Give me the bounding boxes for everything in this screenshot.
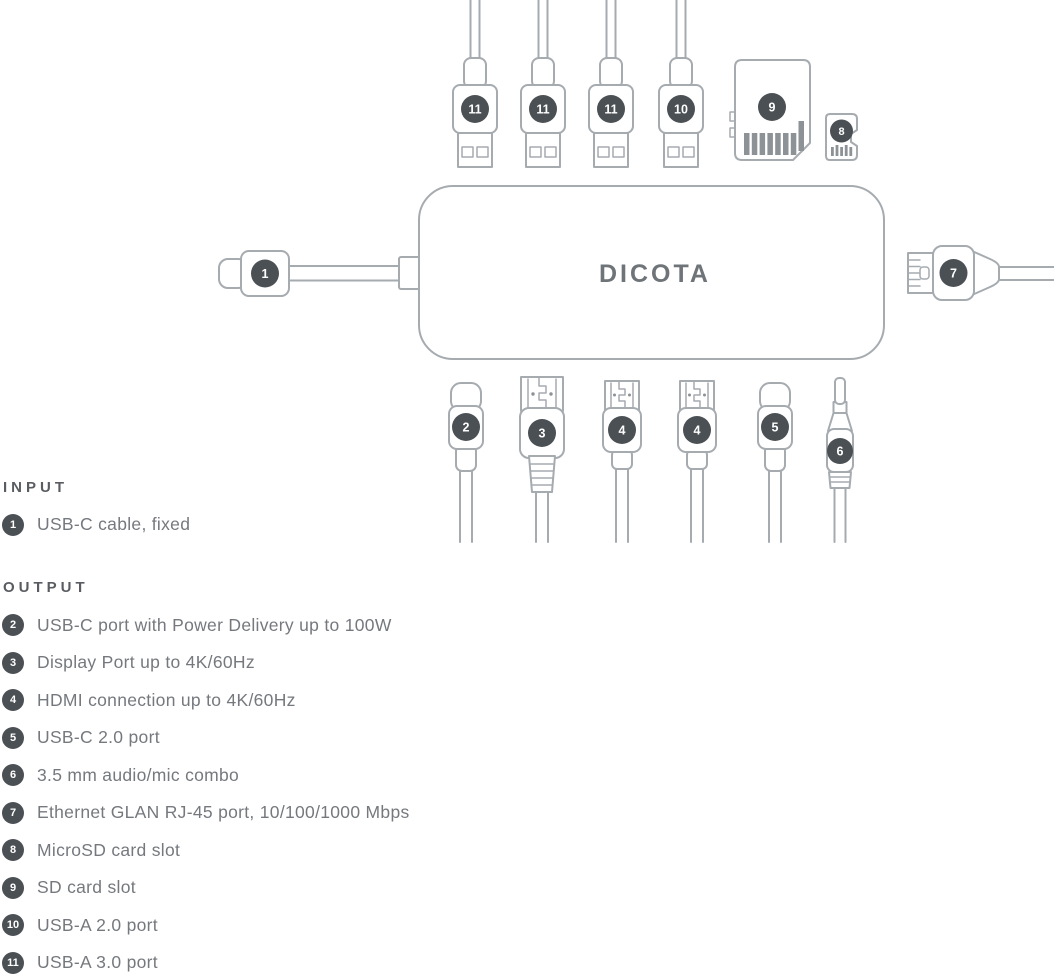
legend-badge-9: 9 [2, 876, 24, 899]
legend-label-7: Ethernet GLAN RJ-45 port, 10/100/1000 Mb… [37, 802, 410, 822]
connector-usb-c-2: 5 [757, 382, 793, 543]
connector-usb-c-pd: 2 [448, 382, 484, 543]
connector-ethernet: 7 [907, 245, 1054, 301]
badge-usb-a-3-2 [529, 95, 557, 123]
microsd-card: 8 [825, 113, 858, 161]
badge-usb-a-3-3-num: 11 [604, 103, 617, 117]
legend-label-1: USB-C cable, fixed [37, 514, 191, 534]
badge-usb-a-3-1-num: 11 [468, 103, 481, 117]
legend-item-output-10: 10 USB-A 2.0 port [2, 914, 158, 936]
legend-item-output-2: 2 USB-C port with Power Delivery up to 1… [2, 614, 392, 636]
legend-item-output-8: 8 MicroSD card slot [2, 839, 180, 861]
connector-displayport: 3 [519, 376, 565, 543]
legend-badge-5: 5 [2, 726, 24, 749]
badge-ethernet [939, 259, 968, 287]
hub-body: DICOTA [418, 185, 885, 360]
badge-usb-c-pd [452, 413, 480, 441]
output-heading: OUTPUT [3, 579, 89, 596]
badge-usb-a-3-1 [461, 95, 489, 123]
legend-badge-1: 1 [2, 513, 24, 536]
badge-usb-a-3-2-num: 11 [536, 103, 549, 117]
legend-label-8: MicroSD card slot [37, 839, 181, 860]
badge-audio-jack-num: 6 [837, 445, 844, 459]
badge-usb-a-3-3 [597, 95, 625, 123]
badge-input-cable-num: 1 [262, 267, 269, 281]
connector-audio-jack: 6 [826, 377, 854, 543]
connector-hdmi-2: 4 [677, 380, 717, 543]
legend-item-output-6: 6 3.5 mm audio/mic combo [2, 764, 239, 786]
badge-usb-c-2-num: 5 [772, 421, 779, 435]
hub-diagram: 11 11 11 10 [218, 0, 1054, 543]
badge-input-cable [251, 259, 279, 288]
badge-hdmi-2-num: 4 [694, 424, 701, 438]
badge-usb-a-2-num: 10 [674, 103, 688, 117]
legend-label-2: USB-C port with Power Delivery up to 100… [37, 614, 392, 635]
legend-badge-6: 6 [2, 764, 24, 786]
legend-item-output-3: 3 Display Port up to 4K/60Hz [2, 651, 255, 674]
badge-usb-c-pd-num: 2 [463, 421, 470, 435]
legend-label-4: HDMI connection up to 4K/60Hz [37, 689, 296, 710]
legend-label-6: 3.5 mm audio/mic combo [37, 764, 240, 785]
input-cable-usb-c: 1 [218, 250, 403, 297]
legend-label-5: USB-C 2.0 port [37, 727, 160, 747]
legend-item-output-5: 5 USB-C 2.0 port [2, 726, 160, 749]
legend-label-10: USB-A 2.0 port [37, 914, 158, 935]
badge-hdmi-1 [608, 416, 636, 444]
legend-item-output-4: 4 HDMI connection up to 4K/60Hz [2, 689, 296, 711]
legend-item-output-9: 9 SD card slot [2, 876, 136, 899]
connector-usb-a-2: 10 [658, 0, 704, 168]
legend-badge-11: 11 [2, 951, 24, 974]
badge-usb-c-2 [761, 413, 789, 441]
legend-badge-2: 2 [2, 614, 24, 636]
legend-badge-8: 8 [2, 839, 24, 861]
badge-displayport-num: 3 [539, 427, 546, 441]
badge-hdmi-1-num: 4 [619, 424, 626, 438]
legend-label-3: Display Port up to 4K/60Hz [37, 652, 255, 672]
connector-usb-a-3-2: 11 [520, 0, 566, 168]
sd-card: 9 [729, 59, 811, 161]
legend: INPUT 1 USB-C cable, fixed OUTPUT 2 USB-… [0, 0, 480, 974]
connector-usb-a-3-1: 11 [452, 0, 498, 168]
legend-label-9: SD card slot [37, 877, 136, 897]
badge-microsd-num: 8 [838, 126, 844, 138]
badge-sd-card-num: 9 [769, 101, 776, 115]
hub-brand-logo: DICOTA [599, 260, 711, 288]
badge-usb-a-2 [667, 95, 695, 123]
connector-hdmi-1: 4 [602, 380, 642, 543]
legend-badge-4: 4 [2, 689, 24, 711]
input-heading: INPUT [3, 479, 68, 496]
legend-badge-3: 3 [2, 651, 24, 674]
legend-badge-7: 7 [2, 801, 24, 824]
badge-displayport [528, 419, 556, 447]
legend-item-input-1: 1 USB-C cable, fixed [2, 513, 191, 536]
legend-item-output-7: 7 Ethernet GLAN RJ-45 port, 10/100/1000 … [2, 801, 410, 824]
legend-item-output-11: 11 USB-A 3.0 port [2, 951, 158, 974]
badge-audio-jack [827, 438, 853, 464]
badge-sd-card [758, 93, 786, 121]
legend-label-11: USB-A 3.0 port [37, 952, 158, 972]
badge-ethernet-num: 7 [950, 267, 957, 281]
badge-hdmi-2 [683, 416, 711, 444]
legend-badge-10: 10 [2, 914, 24, 936]
connector-usb-a-3-3: 11 [588, 0, 634, 168]
badge-microsd [830, 119, 853, 143]
